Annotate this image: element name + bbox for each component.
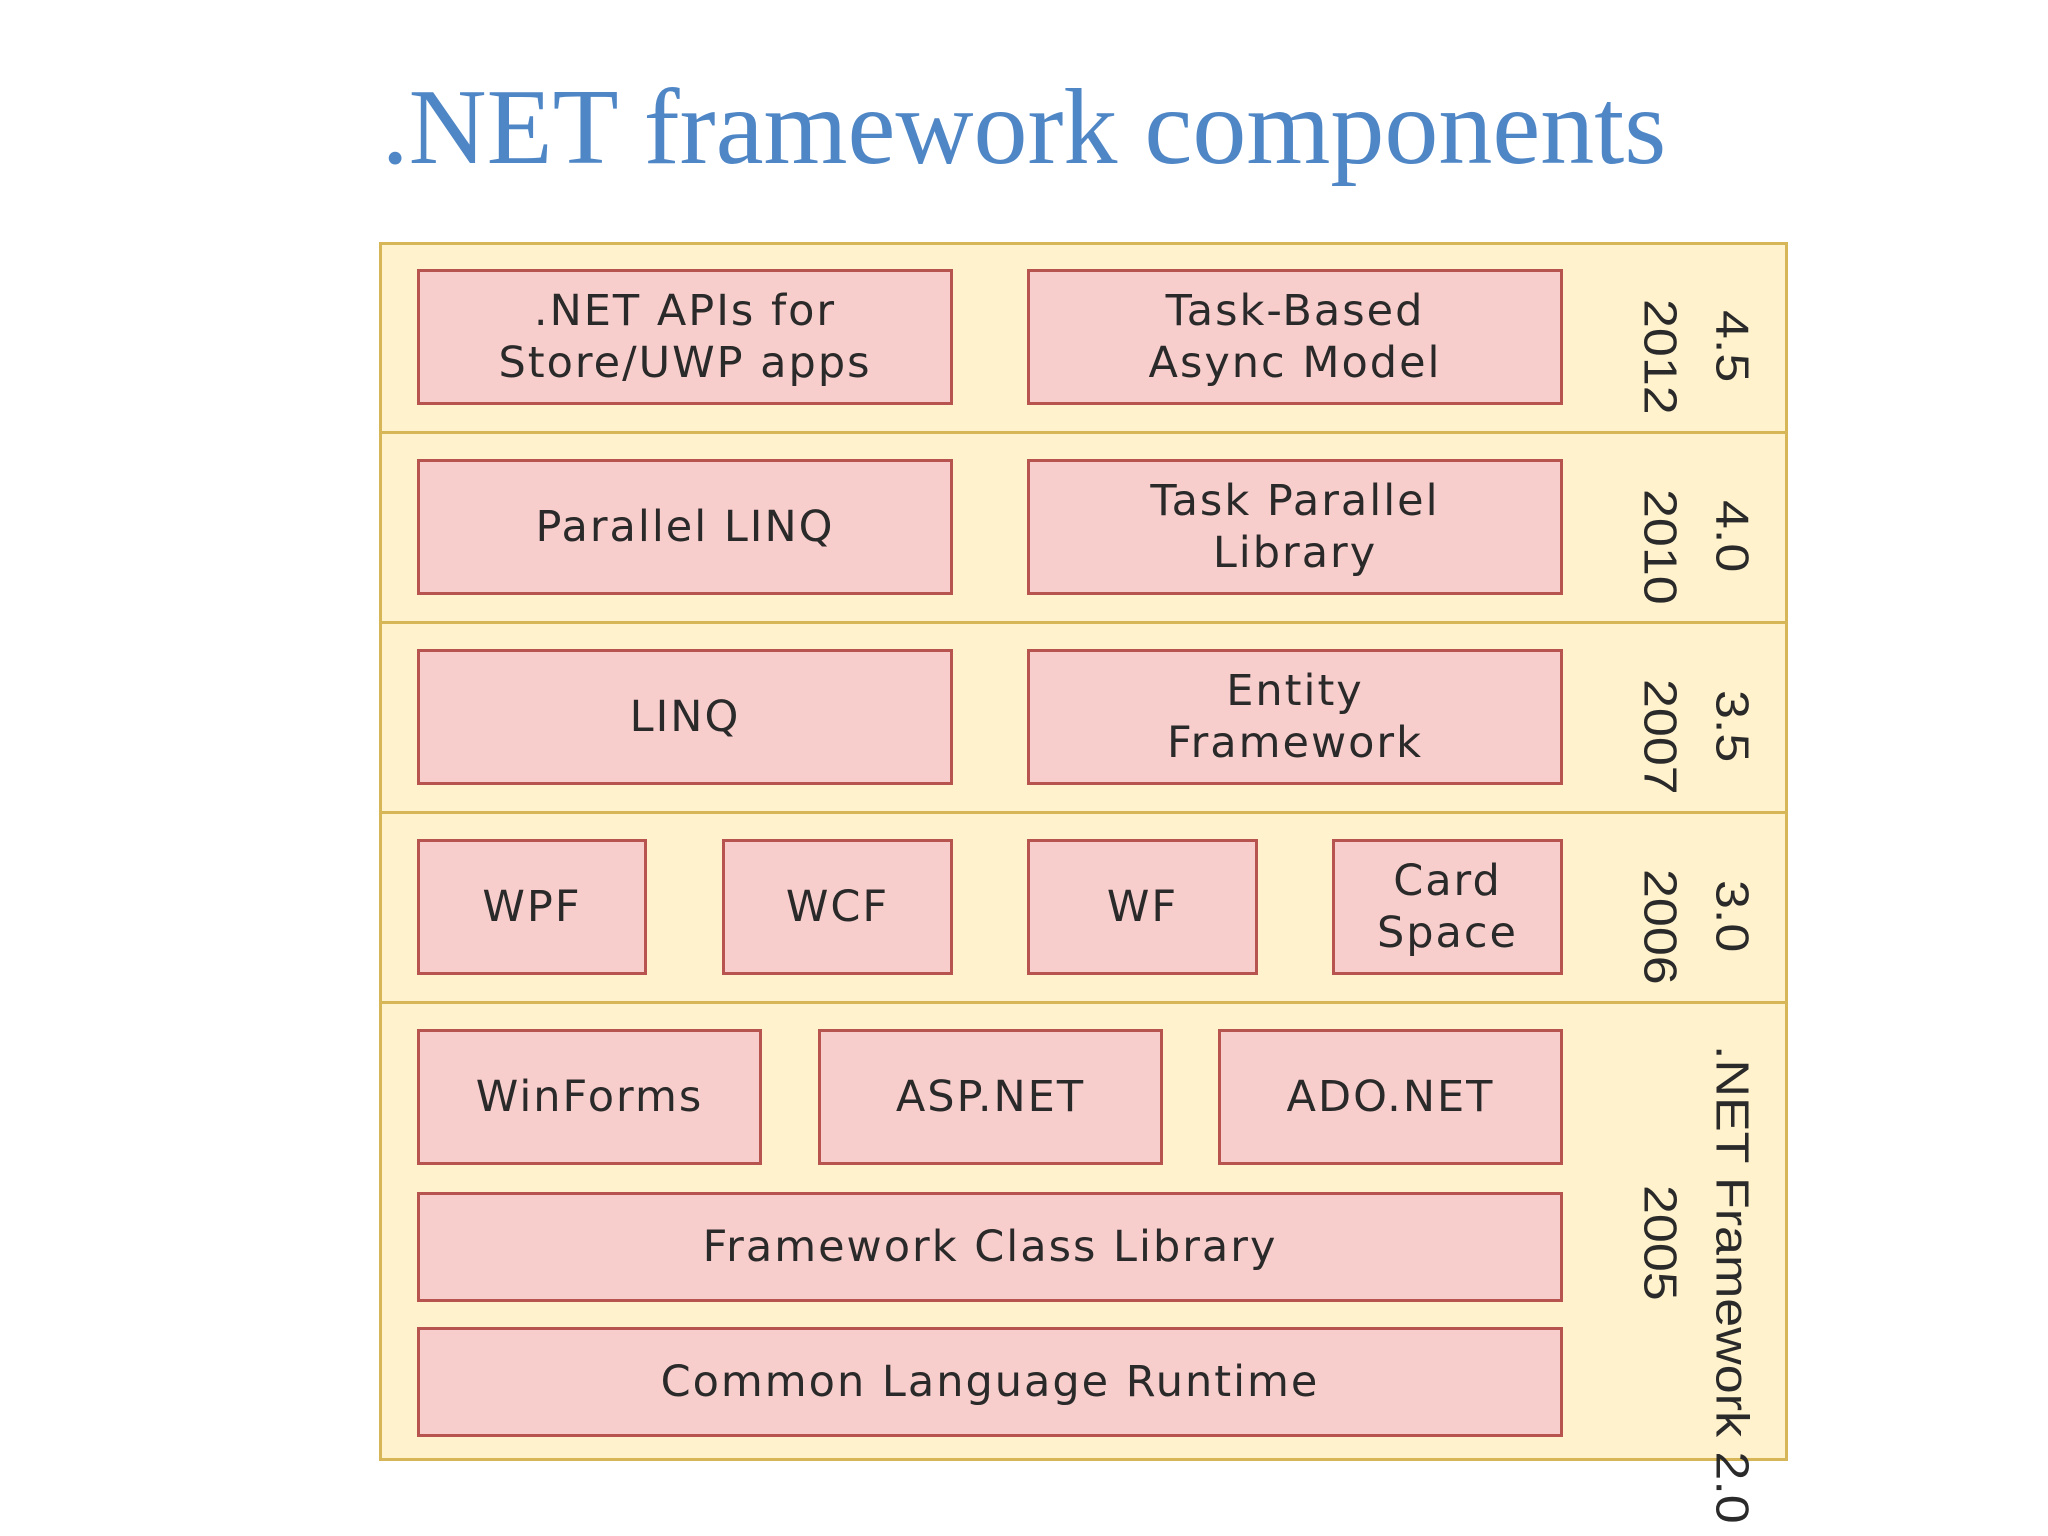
- row-divider: [382, 1001, 1785, 1004]
- component-task-based-async-model: Task-Based Async Model: [1027, 269, 1563, 405]
- framework-stack-diagram: .NET APIs for Store/UWP apps Task-Based …: [379, 242, 1788, 1524]
- component-ado-net: ADO.NET: [1218, 1029, 1563, 1165]
- row-divider: [382, 431, 1785, 434]
- component-parallel-linq: Parallel LINQ: [417, 459, 953, 595]
- component-card-space: Card Space: [1332, 839, 1563, 975]
- version-label: 4.0: [1705, 500, 1759, 573]
- component-asp-net: ASP.NET: [818, 1029, 1163, 1165]
- row-divider: [382, 811, 1785, 814]
- component-linq: LINQ: [417, 649, 953, 785]
- year-label: 2010: [1633, 489, 1687, 605]
- component-net-apis-store-uwp: .NET APIs for Store/UWP apps: [417, 269, 953, 405]
- version-label: 3.0: [1705, 880, 1759, 953]
- year-label: 2007: [1633, 679, 1687, 795]
- component-framework-class-library: Framework Class Library: [417, 1192, 1563, 1302]
- year-label: 2012: [1633, 299, 1687, 415]
- component-wcf: WCF: [722, 839, 953, 975]
- version-label: .NET Framework 2.0: [1705, 1045, 1759, 1524]
- year-label: 2006: [1633, 869, 1687, 985]
- component-wf: WF: [1027, 839, 1258, 975]
- row-divider: [382, 621, 1785, 624]
- component-common-language-runtime: Common Language Runtime: [417, 1327, 1563, 1437]
- page-title: .NET framework components: [381, 68, 1667, 187]
- component-task-parallel-library: Task Parallel Library: [1027, 459, 1563, 595]
- component-entity-framework: Entity Framework: [1027, 649, 1563, 785]
- version-label: 3.5: [1705, 690, 1759, 763]
- version-label: 4.5: [1705, 310, 1759, 383]
- component-wpf: WPF: [417, 839, 647, 975]
- component-winforms: WinForms: [417, 1029, 762, 1165]
- year-label: 2005: [1633, 1185, 1687, 1301]
